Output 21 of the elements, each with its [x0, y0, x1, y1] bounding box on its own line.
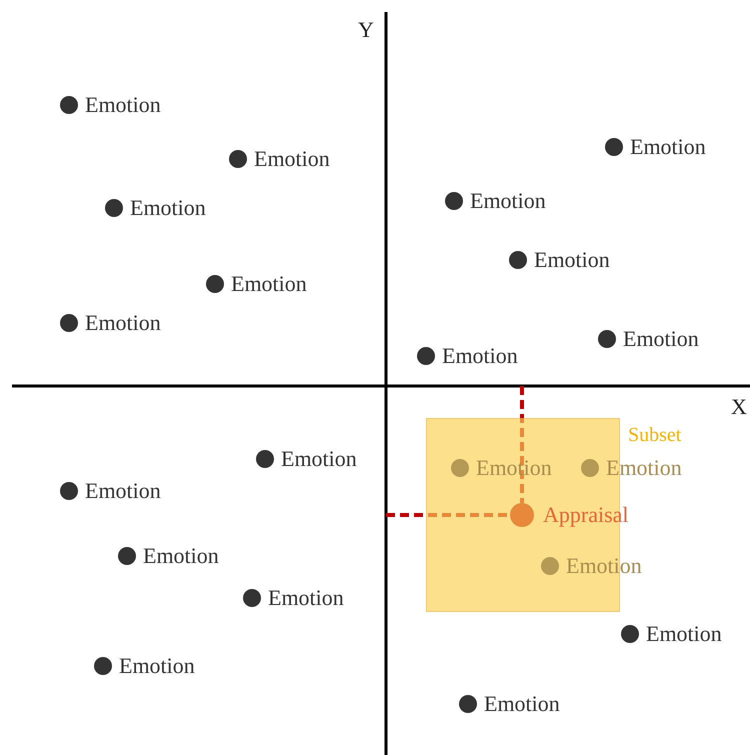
- emotion-label: Emotion: [231, 272, 307, 296]
- emotion-label: Emotion: [119, 654, 195, 678]
- emotion-label: Emotion: [254, 147, 330, 171]
- axis-label: Y: [358, 18, 374, 42]
- emotion-label: Emotion: [143, 544, 219, 568]
- emotion-label: Emotion: [442, 344, 518, 368]
- axis-label: X: [731, 395, 747, 419]
- emotion-label: Emotion: [623, 327, 699, 351]
- emotion-label: Emotion: [85, 479, 161, 503]
- emotion-label: Emotion: [85, 311, 161, 335]
- emotion-label: Emotion: [281, 447, 357, 471]
- emotion-label: Emotion: [130, 196, 206, 220]
- emotion-label: Emotion: [85, 93, 161, 117]
- emotion-label: Emotion: [484, 692, 560, 716]
- emotion-label: Emotion: [630, 135, 706, 159]
- emotion-label: Emotion: [470, 189, 546, 213]
- emotion-label: Emotion: [534, 248, 610, 272]
- emotion-label: Emotion: [646, 622, 722, 646]
- region-label: Subset: [628, 424, 682, 446]
- emotion-label: Emotion: [268, 586, 344, 610]
- emotion-label: Emotion: [476, 456, 552, 480]
